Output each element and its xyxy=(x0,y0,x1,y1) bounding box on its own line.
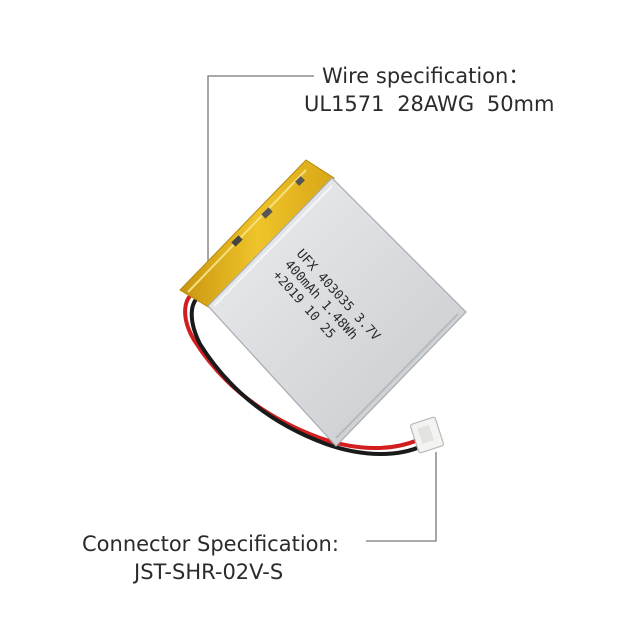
connector-spec-title: Connector Specification: xyxy=(82,532,339,556)
connector-spec-value: JST-SHR-02V-S xyxy=(134,560,284,584)
lipo-battery-cell: UFX 403035 3.7V 400mAh 1.48Wh +2019 10 2… xyxy=(179,159,467,447)
jst-connector xyxy=(409,416,445,454)
battery-tape-wrap xyxy=(179,159,335,309)
wire-spec-value: UL1571 28AWG 50mm xyxy=(304,92,555,116)
battery-face xyxy=(207,177,467,447)
wire-spec-title: Wire specification： xyxy=(322,64,530,88)
connector-spec-leader-line xyxy=(366,452,437,542)
black-lead-wire xyxy=(189,294,424,456)
wire-spec-leader-line xyxy=(207,75,314,296)
